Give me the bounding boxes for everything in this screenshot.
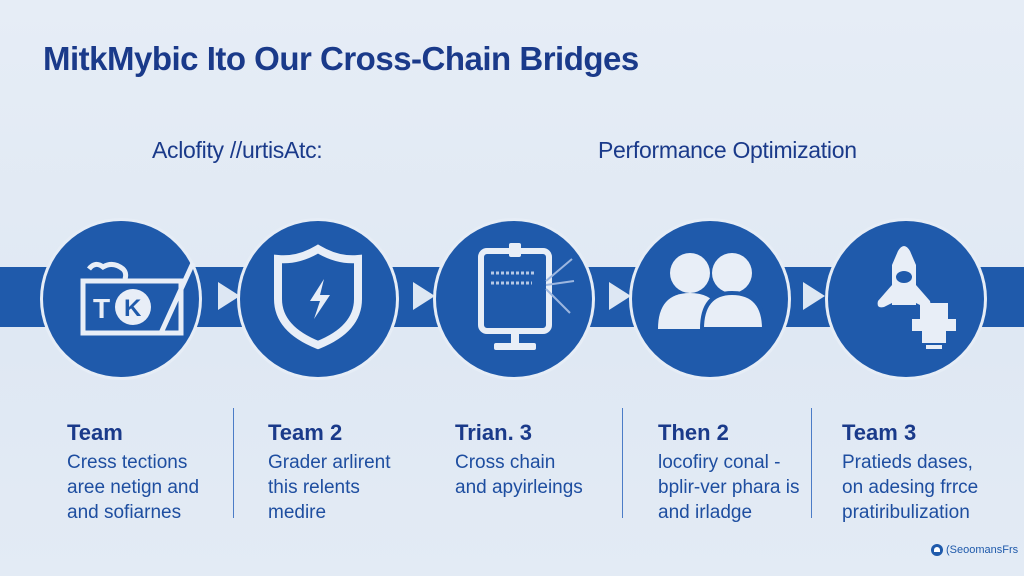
column-divider <box>622 408 623 518</box>
rocket-icon <box>877 246 956 349</box>
step-3-text: Trian. 3 Cross chain and apyirleings <box>455 420 625 500</box>
step-5-title: Team 3 <box>842 420 917 445</box>
arrow-2 <box>413 282 435 310</box>
subheading-left: Aclofity //urtisAtc: <box>152 137 323 163</box>
step-4-line-2: bplir-ver phara is <box>658 477 800 498</box>
step-1-title: Team <box>67 420 123 445</box>
shield-lightning-icon <box>274 244 362 350</box>
column-divider <box>233 408 234 518</box>
arrow-4 <box>803 282 825 310</box>
step-3-title: Trian. 3 <box>455 420 533 445</box>
arrow-3 <box>609 282 631 310</box>
column-divider <box>811 408 812 518</box>
step-1-circle: T K <box>43 221 199 377</box>
subheading-right: Performance Optimization <box>598 137 857 163</box>
svg-text:K: K <box>124 295 142 322</box>
step-1-line-1: Cress tections <box>67 452 188 473</box>
step-4-line-3: and irladge <box>658 502 753 523</box>
step-5-text: Team 3 Pratieds dases, on adesing frrce … <box>842 420 1012 525</box>
step-3-circle <box>436 221 592 377</box>
step-2-line-1: Grader arlirent <box>268 452 391 473</box>
svg-text:T: T <box>93 293 110 324</box>
footer-logo-text: (SeoomansFrs <box>946 544 1019 556</box>
page-title: MitkMybic Ito Our Cross-Chain Bridges <box>43 40 639 77</box>
step-4-text: Then 2 locofiry conal - bplir-ver phara … <box>658 420 828 525</box>
step-2-text: Team 2 Grader arlirent this relents medi… <box>268 420 438 525</box>
step-4-line-1: locofiry conal - <box>658 452 781 473</box>
step-2-title: Team 2 <box>268 420 343 445</box>
step-1-line-2: aree netign and <box>67 477 200 498</box>
step-5-line-2: on adesing frrce <box>842 477 979 498</box>
step-2-circle <box>240 221 396 377</box>
step-5-circle <box>828 221 984 377</box>
footer-logo: (SeoomansFrs <box>931 544 1018 556</box>
monitor-icon <box>478 243 575 350</box>
step-2-line-3: medire <box>268 502 327 523</box>
users-icon <box>658 253 767 331</box>
step-3-line-1: Cross chain <box>455 452 556 473</box>
step-5-line-3: pratiribulization <box>842 502 970 523</box>
step-1-line-3: and sofiarnes <box>67 502 182 523</box>
brand-logo-icon <box>931 544 943 556</box>
step-3-line-2: and apyirleings <box>455 477 583 498</box>
step-1-text: Team Cress tections aree netign and and … <box>67 420 237 525</box>
arrow-1 <box>218 282 240 310</box>
step-4-circle <box>632 221 788 377</box>
step-4-title: Then 2 <box>658 420 729 445</box>
toolkit-icon: T K <box>80 261 196 336</box>
step-2-line-2: this relents <box>268 477 360 498</box>
step-5-line-1: Pratieds dases, <box>842 452 973 473</box>
